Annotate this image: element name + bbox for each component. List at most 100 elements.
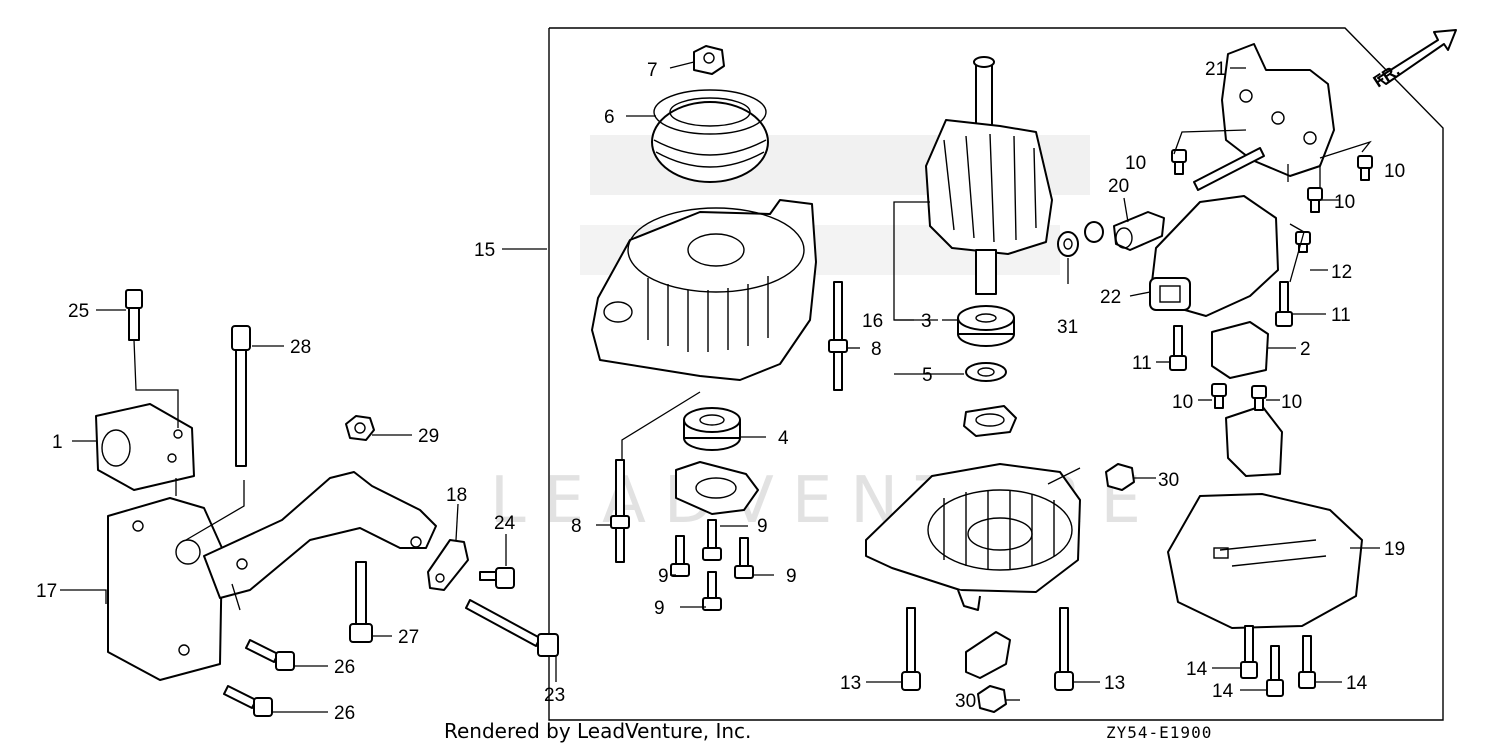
callout-9[interactable]: 9 bbox=[786, 566, 797, 587]
part-16-rotor[interactable] bbox=[925, 56, 1053, 295]
callout-30[interactable]: 30 bbox=[1158, 470, 1179, 491]
callout-10[interactable]: 10 bbox=[1125, 153, 1146, 174]
part-10-screw[interactable] bbox=[1357, 155, 1373, 181]
callout-1[interactable]: 1 bbox=[52, 432, 63, 453]
callout-16[interactable]: 16 bbox=[862, 311, 883, 332]
part-15-alternator[interactable] bbox=[591, 199, 817, 381]
part-10-screw[interactable] bbox=[1307, 187, 1323, 213]
part-5-washer[interactable] bbox=[965, 362, 1007, 382]
callout-29[interactable]: 29 bbox=[418, 426, 439, 447]
callout-30[interactable]: 30 bbox=[955, 691, 976, 712]
callout-9[interactable]: 9 bbox=[658, 566, 669, 587]
part-11-screw[interactable] bbox=[1275, 281, 1293, 327]
part-9-screw[interactable] bbox=[670, 535, 690, 577]
callout-4[interactable]: 4 bbox=[778, 428, 789, 449]
callout-31[interactable]: 31 bbox=[1057, 317, 1078, 338]
arrow-icon bbox=[1377, 29, 1457, 85]
callout-13[interactable]: 13 bbox=[1104, 673, 1125, 694]
part-10-screw[interactable] bbox=[1211, 383, 1227, 409]
callout-14[interactable]: 14 bbox=[1212, 681, 1234, 702]
part-17-mount[interactable] bbox=[107, 471, 437, 681]
part-11-screw[interactable] bbox=[1169, 325, 1187, 371]
part-26-bolt[interactable] bbox=[245, 639, 295, 671]
bearing-retainer-plate[interactable] bbox=[675, 461, 759, 515]
part-20-brush[interactable] bbox=[1113, 211, 1165, 251]
callout-22[interactable]: 22 bbox=[1100, 287, 1121, 308]
callout-7[interactable]: 7 bbox=[647, 60, 658, 81]
callout-14[interactable]: 14 bbox=[1186, 659, 1208, 680]
part-6-pulley[interactable] bbox=[651, 89, 769, 183]
callout-11[interactable]: 11 bbox=[1132, 353, 1152, 374]
spring-clip[interactable] bbox=[963, 405, 1017, 437]
callout-10[interactable]: 10 bbox=[1172, 392, 1193, 413]
rear-housing[interactable] bbox=[865, 463, 1081, 611]
callout-11[interactable]: 11 bbox=[1331, 305, 1351, 326]
part-9-screw[interactable] bbox=[702, 571, 722, 611]
part-31-washer[interactable] bbox=[1057, 221, 1104, 257]
part-14-screw[interactable] bbox=[1266, 645, 1284, 697]
callout-6[interactable]: 6 bbox=[604, 107, 615, 128]
callout-18[interactable]: 18 bbox=[446, 485, 467, 506]
footer-credit: Rendered by LeadVenture, Inc. bbox=[444, 719, 751, 743]
part-30-nut[interactable] bbox=[977, 685, 1007, 713]
part-9-screw[interactable] bbox=[702, 519, 722, 561]
terminal-bracket[interactable] bbox=[1225, 405, 1283, 477]
callout-5[interactable]: 5 bbox=[922, 365, 933, 386]
part-14-screw[interactable] bbox=[1298, 635, 1316, 689]
callout-23[interactable]: 23 bbox=[544, 685, 565, 706]
part-9-screw[interactable] bbox=[734, 537, 754, 579]
callout-17[interactable]: 17 bbox=[36, 581, 57, 602]
assembly-boundary bbox=[548, 27, 1444, 721]
part-10-screw[interactable] bbox=[1251, 385, 1267, 411]
part-8-stud-bolt[interactable] bbox=[828, 281, 848, 391]
callout-15[interactable]: 15 bbox=[474, 240, 495, 261]
callout-26[interactable]: 26 bbox=[334, 657, 355, 678]
callout-3[interactable]: 3 bbox=[921, 311, 932, 332]
callout-12[interactable]: 12 bbox=[1331, 262, 1352, 283]
callout-10[interactable]: 10 bbox=[1281, 392, 1302, 413]
part-2-terminal[interactable] bbox=[1211, 321, 1269, 379]
part-3-bearing[interactable] bbox=[957, 305, 1015, 347]
callout-21[interactable]: 21 bbox=[1205, 59, 1226, 80]
part-27-bolt[interactable] bbox=[349, 561, 373, 643]
part-22-regulator[interactable] bbox=[1149, 195, 1279, 317]
callout-10[interactable]: 10 bbox=[1384, 161, 1405, 182]
part-25-bolt[interactable] bbox=[125, 289, 143, 341]
part-23-bolt[interactable] bbox=[465, 599, 559, 657]
part-8-stud-bolt[interactable] bbox=[610, 459, 630, 563]
part-13-bolt[interactable] bbox=[1054, 607, 1074, 691]
callout-8[interactable]: 8 bbox=[571, 516, 582, 537]
callout-24[interactable]: 24 bbox=[494, 513, 516, 534]
callout-14[interactable]: 14 bbox=[1346, 673, 1368, 694]
callout-25[interactable]: 25 bbox=[68, 301, 89, 322]
leader-lines bbox=[60, 61, 1380, 713]
wedge-piece[interactable] bbox=[965, 631, 1011, 679]
part-13-bolt[interactable] bbox=[901, 607, 921, 691]
callout-13[interactable]: 13 bbox=[840, 673, 861, 694]
callout-20[interactable]: 20 bbox=[1108, 176, 1129, 197]
callout-10[interactable]: 10 bbox=[1334, 192, 1355, 213]
part-24-bolt[interactable] bbox=[479, 567, 515, 589]
part-4-bearing[interactable] bbox=[683, 407, 741, 451]
front-direction-marker: FR. bbox=[1370, 29, 1457, 91]
callout-28[interactable]: 28 bbox=[290, 337, 311, 358]
callout-26[interactable]: 26 bbox=[334, 703, 355, 724]
part-26-bolt[interactable] bbox=[223, 685, 273, 717]
callout-9[interactable]: 9 bbox=[757, 516, 768, 537]
part-1-bracket[interactable] bbox=[95, 403, 195, 491]
part-10-screw[interactable] bbox=[1171, 149, 1187, 175]
part-29-nut[interactable] bbox=[345, 415, 375, 441]
part-7-nut[interactable] bbox=[693, 45, 725, 75]
part-19-cover[interactable] bbox=[1167, 493, 1363, 629]
part-14-screw[interactable] bbox=[1240, 625, 1258, 679]
callout-19[interactable]: 19 bbox=[1384, 539, 1405, 560]
callout-2[interactable]: 2 bbox=[1300, 339, 1311, 360]
part-28-bolt[interactable] bbox=[231, 325, 251, 467]
part-18-clip[interactable] bbox=[427, 539, 469, 591]
callout-27[interactable]: 27 bbox=[398, 627, 419, 648]
callout-9[interactable]: 9 bbox=[654, 598, 665, 619]
part-30-nut[interactable] bbox=[1105, 463, 1135, 491]
part-21-rectifier[interactable] bbox=[1193, 43, 1335, 191]
callout-8[interactable]: 8 bbox=[871, 339, 882, 360]
